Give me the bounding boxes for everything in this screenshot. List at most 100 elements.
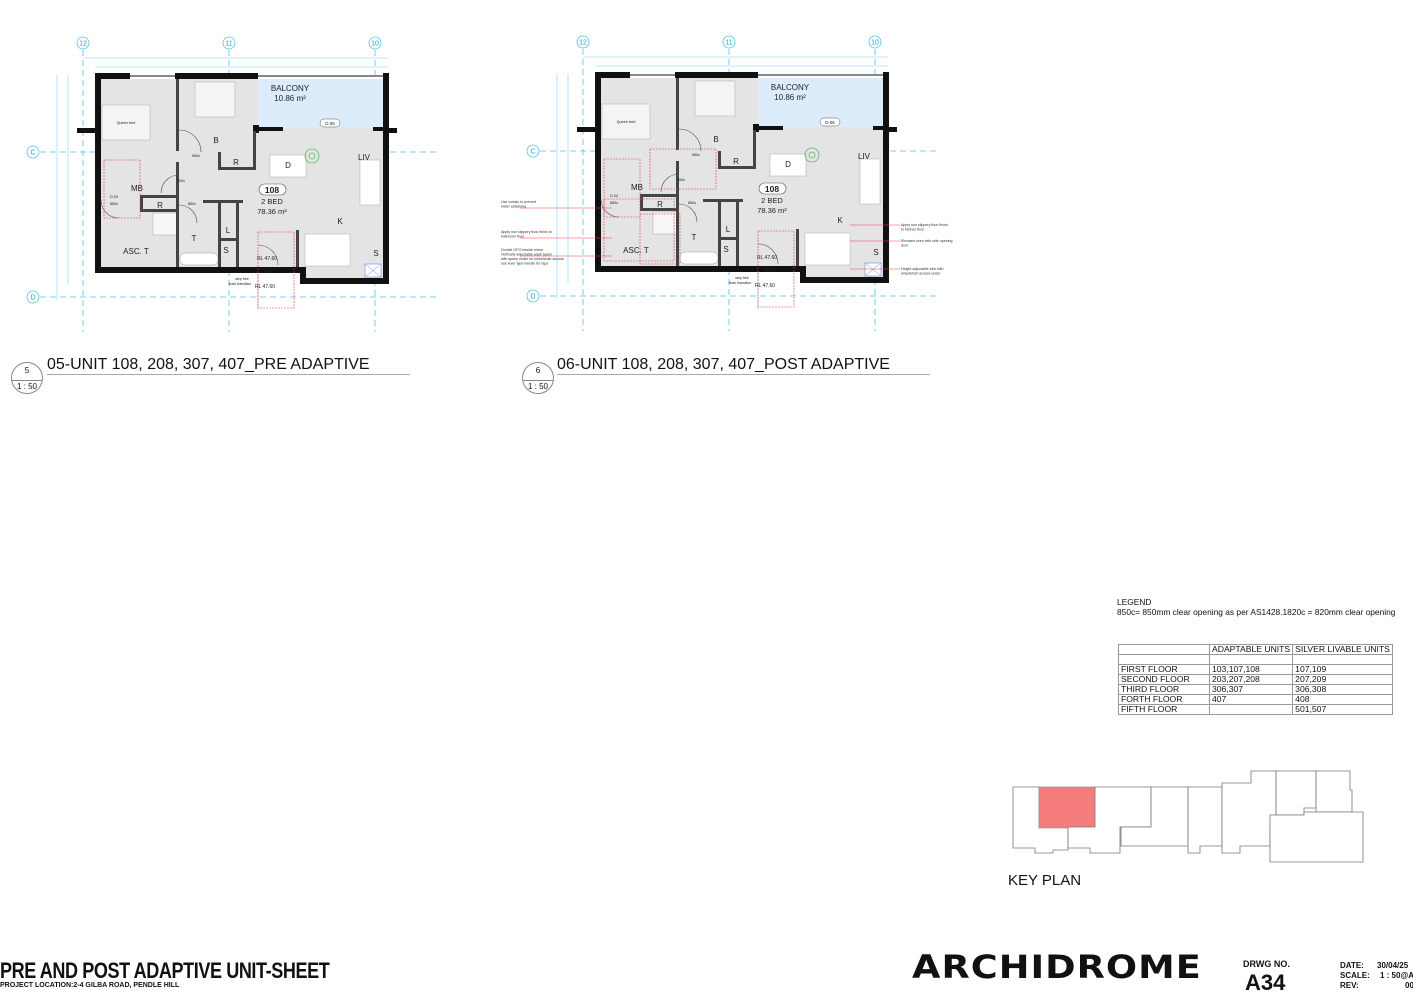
dining-table — [769, 153, 807, 177]
bedroom-label: B — [213, 136, 218, 145]
living-label: LIV — [358, 153, 371, 162]
table-cell: THIRD FLOOR — [1118, 684, 1210, 695]
balcony-area — [758, 78, 883, 127]
svg-text:10: 10 — [871, 40, 879, 47]
accessible-icon — [304, 148, 320, 164]
annotation-note: bathroom floor — [501, 235, 525, 239]
svg-text:C: C — [530, 149, 535, 156]
svg-text:ASC. T: ASC. T — [123, 247, 149, 256]
balcony-area: 10.86 m² — [274, 94, 306, 103]
svg-text:D: D — [30, 295, 35, 302]
dimension-lines — [56, 57, 388, 310]
table-cell: ADAPTABLE UNITS — [1208, 644, 1294, 655]
svg-text:10: 10 — [371, 41, 379, 48]
legend-text: 850c= 850mm clear opening as per AS1428.… — [1117, 607, 1396, 617]
dining-table — [269, 154, 307, 178]
date-value: 30/04/25 — [1377, 961, 1409, 970]
floor-plan-pre-adaptive: 12 11 10 C D — [26, 36, 436, 332]
table-cell: 207,209 — [1292, 674, 1393, 685]
table-cell — [1208, 704, 1294, 715]
view-bubble-5: 5 1 : 50 — [11, 362, 43, 394]
legend-heading: LEGEND — [1117, 597, 1152, 607]
table-cell: 306,307 — [1208, 684, 1294, 695]
annotation-note: door — [901, 244, 909, 248]
shower — [152, 212, 178, 236]
table-cell: 407 — [1208, 694, 1294, 705]
unit-area: 78.36 m² — [257, 207, 287, 216]
table-cell: 501,507 — [1292, 704, 1393, 715]
svg-text:S: S — [223, 246, 228, 255]
table-cell: 203,207,208 — [1208, 674, 1294, 685]
partitions — [640, 78, 799, 266]
table-cell: 103,107,108 — [1208, 664, 1294, 675]
svg-text:960c: 960c — [692, 153, 700, 157]
queen-bed — [101, 104, 151, 141]
svg-text:R: R — [233, 158, 239, 167]
bed-b — [194, 81, 236, 118]
svg-text:K: K — [337, 217, 343, 226]
walls — [77, 73, 397, 284]
svg-text:L: L — [726, 225, 731, 234]
queen-bed — [601, 103, 651, 140]
svg-text:R: R — [157, 201, 163, 210]
svg-text:860c: 860c — [765, 269, 773, 273]
svg-text:RL 47.60: RL 47.60 — [257, 256, 277, 262]
svg-text:11: 11 — [725, 40, 732, 47]
rev-label: REV: — [1340, 981, 1359, 990]
svg-text:12: 12 — [79, 41, 87, 48]
svg-text:850c: 850c — [110, 202, 118, 206]
table-cell: 306,308 — [1292, 684, 1393, 695]
table-cell — [1118, 654, 1210, 665]
unit-number: 108 — [765, 184, 779, 194]
annotation-note: Apply non slippery floor finish — [901, 223, 948, 227]
sheet-title: PRE AND POST ADAPTIVE UNIT-SHEET — [0, 958, 330, 983]
annotation-note: Elevated oven with side opening — [901, 239, 953, 243]
svg-text:D: D — [530, 294, 535, 301]
svg-text:MB: MB — [631, 183, 643, 192]
unit-type: 2 BED — [261, 197, 283, 206]
balcony-area: 10.86 m² — [774, 93, 806, 102]
adaptive-clearance-markup — [103, 159, 295, 309]
drawing-number: A34 — [1245, 970, 1286, 995]
svg-text:D.04: D.04 — [610, 194, 618, 198]
key-plan-label: KEY PLAN — [1008, 872, 1082, 889]
svg-text:D.04: D.04 — [110, 195, 118, 199]
svg-text:T: T — [192, 234, 197, 243]
date-label: DATE: — [1340, 961, 1364, 970]
post-adaptive-red-markup — [603, 148, 717, 265]
svg-text:Queen bed: Queen bed — [117, 121, 136, 125]
clearance-zone — [639, 213, 681, 265]
svg-text:850c: 850c — [188, 202, 196, 206]
balcony-label: BALCONY — [771, 83, 810, 92]
bathtub — [179, 252, 219, 266]
walls — [577, 72, 897, 283]
bedroom-label: B — [713, 135, 718, 144]
annotation-note: Apply non slippery floor finish to — [501, 230, 552, 234]
svg-text:D.06: D.06 — [325, 121, 335, 126]
annotation-note: wheelchair access under — [901, 272, 941, 276]
units-table: ADAPTABLE UNITS SILVER LIVABLE UNITS FIR… — [1118, 644, 1393, 715]
sofa — [359, 159, 381, 206]
svg-text:860c: 860c — [265, 270, 273, 274]
table-cell: SILVER LIVABLE UNITS — [1292, 644, 1393, 655]
dining-label: D — [785, 160, 791, 169]
accessible-icon — [804, 147, 820, 163]
svg-text:850c: 850c — [688, 201, 696, 205]
unit-number: 108 — [265, 185, 279, 195]
svg-text:R: R — [733, 157, 739, 166]
view-title-post-adaptive: 06-UNIT 108, 208, 307, 407_POST ADAPTIVE — [557, 356, 930, 375]
project-location: PROJECT LOCATION:2-4 GILBA ROAD, PENDLE … — [0, 982, 180, 989]
annotation-note: to kitchen floor — [901, 228, 925, 232]
svg-text:flush transition: flush transition — [229, 282, 252, 286]
svg-text:MB: MB — [131, 184, 143, 193]
room-labels: BALCONY 10.86 m² D.06 B R D LIV 108 2 BE… — [110, 84, 379, 290]
table-cell — [1292, 654, 1393, 665]
grid-bubbles: 12 11 10 C D — [26, 36, 382, 304]
kitchen-bench — [304, 233, 351, 267]
bed-b — [694, 80, 736, 117]
annotation-note: with space under for wheelchair access — [501, 257, 564, 261]
